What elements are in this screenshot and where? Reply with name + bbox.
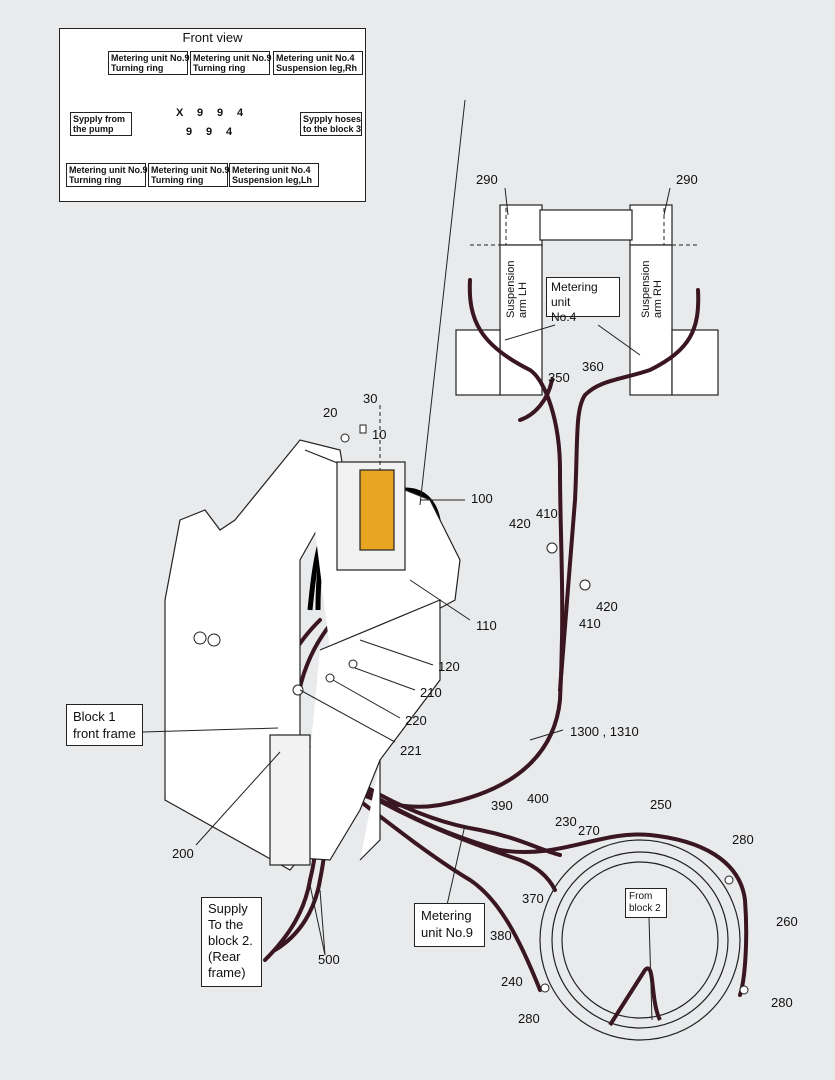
block1-box: Block 1 front frame xyxy=(66,704,143,746)
callout-250: 250 xyxy=(650,797,672,812)
callout-10: 10 xyxy=(372,427,387,442)
front-frame xyxy=(164,439,461,871)
fv-label-bot-left: Metering unit No.9 Turning ring xyxy=(66,163,148,187)
callout-260: 260 xyxy=(776,914,798,929)
callout-410-a: 410 xyxy=(536,506,558,521)
callout-30: 30 xyxy=(363,391,378,406)
fv-label-right: Sypply hoses to the block 3 xyxy=(300,112,362,136)
callout-420-a: 420 xyxy=(509,516,531,531)
callout-20: 20 xyxy=(323,405,338,420)
fv-outlet-bot-2: 9 xyxy=(206,126,213,138)
fv-label-bot-mid: Metering unit No.9 Turning ring xyxy=(148,163,230,187)
arm-lh-label: Suspension arm LH xyxy=(505,260,529,319)
callout-221: 221 xyxy=(400,743,422,758)
callout-290-right: 290 xyxy=(676,172,698,187)
callout-280-c: 280 xyxy=(771,995,793,1010)
fv-label-bot-right: Metering unit No.4 Suspension leg,Lh xyxy=(229,163,319,187)
callout-240: 240 xyxy=(501,974,523,989)
fv-outlet-top-3: 9 xyxy=(217,107,224,119)
callout-370: 370 xyxy=(522,891,544,906)
fv-outlet-bot-1: 9 xyxy=(186,126,193,138)
fv-label-left: Sypply from the pump xyxy=(70,112,132,136)
fv-outlet-top-2: 9 xyxy=(197,107,204,119)
callout-110: 110 xyxy=(476,618,497,633)
fv-outlet-top-1: X xyxy=(176,107,184,119)
callout-280-a: 280 xyxy=(732,832,754,847)
fv-outlet-top-4: 4 xyxy=(237,107,244,119)
callout-410-b: 410 xyxy=(579,616,601,631)
fv-label-top-left: Metering unit No.9 Turning ring xyxy=(108,51,190,75)
callout-200: 200 xyxy=(172,846,194,861)
callout-220: 220 xyxy=(405,713,427,728)
front-view-title: Front view xyxy=(182,30,243,45)
callout-210: 210 xyxy=(420,685,442,700)
turning-ring xyxy=(539,839,741,1041)
fv-label-top-right: Metering unit No.4 Suspension leg,Rh xyxy=(273,51,363,75)
callout-350: 350 xyxy=(548,370,570,385)
callout-390: 390 xyxy=(491,798,513,813)
supply-box: Supply To the block 2. (Rear frame) xyxy=(201,897,262,987)
callout-290-left: 290 xyxy=(476,172,498,187)
metering-unit-4-box: Metering unit No.4 xyxy=(546,277,620,324)
callout-360: 360 xyxy=(582,359,604,374)
callout-380: 380 xyxy=(490,928,512,943)
callout-1300-1310: 1300 , 1310 xyxy=(570,724,639,739)
arm-rh-label: Suspension arm RH xyxy=(640,260,664,319)
callout-270: 270 xyxy=(578,823,600,838)
callout-120: 120 xyxy=(438,659,460,674)
fv-outlet-bot-3: 4 xyxy=(226,126,233,138)
callout-100: 100 xyxy=(471,491,493,506)
metering-unit-9-box: Metering unit No.9 xyxy=(414,903,485,947)
callout-420-b: 420 xyxy=(596,599,618,614)
from-block2-box: From block 2 xyxy=(625,888,667,918)
callout-280-b: 280 xyxy=(518,1011,540,1026)
callout-500: 500 xyxy=(318,952,340,967)
callout-400: 400 xyxy=(527,791,549,806)
callout-230: 230 xyxy=(555,814,577,829)
suspension-frame xyxy=(455,204,719,396)
fv-label-top-mid: Metering unit No.9 Turning ring xyxy=(190,51,272,75)
